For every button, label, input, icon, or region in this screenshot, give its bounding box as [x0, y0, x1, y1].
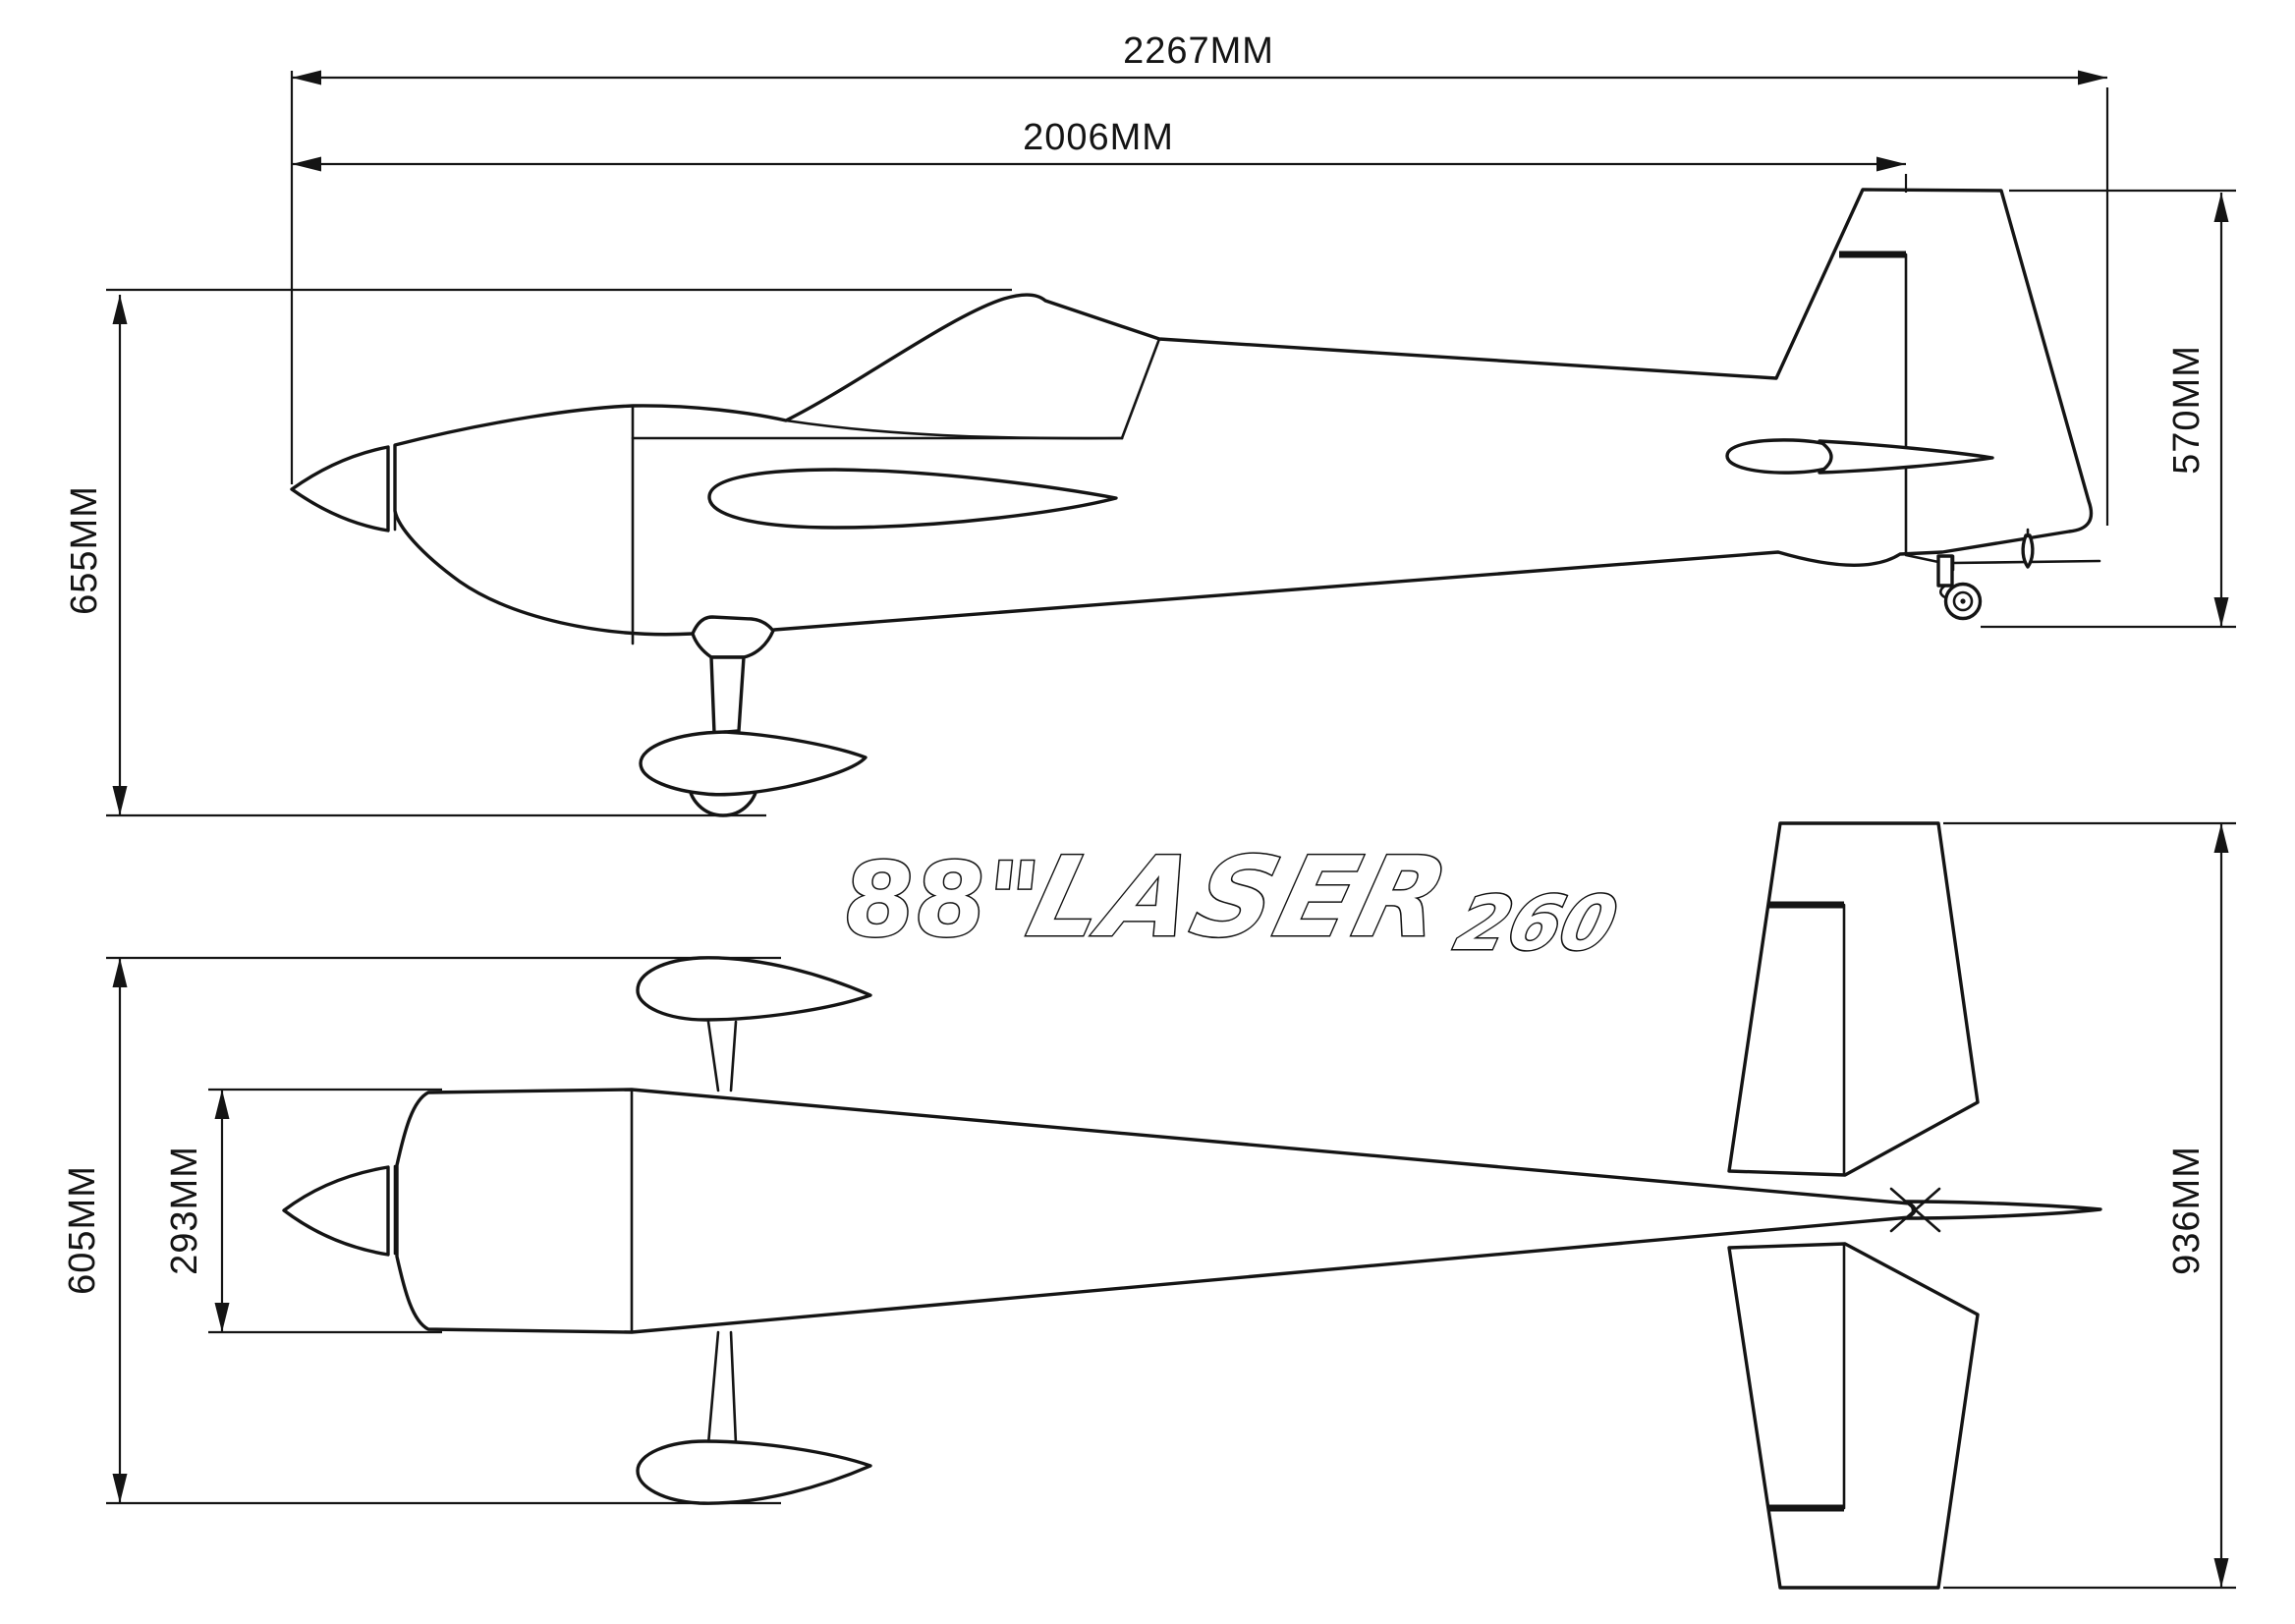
canopy-rear-frame [1120, 337, 1161, 440]
stab-lower-half [1727, 1242, 1980, 1590]
gear-leg-fairing [691, 615, 775, 659]
gear-leg-top-plan-a [706, 1020, 720, 1092]
logo-name-text: LASER [1017, 833, 1463, 962]
tailwheel-hub [1952, 590, 1974, 612]
canopy-bottom-edge [784, 419, 1124, 440]
tailwheel-steering-arm [1904, 553, 1940, 564]
wheel-pant-plan-top [636, 956, 872, 1022]
wing-airfoil-section [707, 468, 1118, 530]
gear-leg-bottom-plan-b [729, 1330, 738, 1446]
gear-leg-top-plan-b [729, 1020, 738, 1092]
dim-label-overall-length: 2267MM [1123, 30, 1274, 72]
dimension-gear-track: 605MM [62, 956, 781, 1505]
pushrod-clevis [2021, 533, 2035, 569]
dim-label-cowl-width: 293MM [164, 1146, 205, 1275]
dimension-tail-height: 570MM [1981, 189, 2236, 629]
stab-upper-half [1727, 821, 1980, 1177]
dim-label-stab-span: 936MM [2166, 1146, 2208, 1275]
dimension-stab-span: 936MM [1943, 821, 2236, 1590]
tailwheel-axle [1960, 598, 1966, 604]
tail-cross-line-b [1889, 1187, 1941, 1233]
logo-variant-text: 260 [1447, 880, 1625, 968]
rudder-plan-profile [1904, 1200, 2102, 1220]
dim-label-fuselage-length: 2006MM [1023, 117, 1174, 158]
gear-leg-bottom-plan-a [706, 1330, 720, 1446]
dimension-fuselage-length: 2006MM [292, 117, 1908, 193]
fuselage-side-outline [393, 188, 2094, 637]
dim-label-tail-height: 570MM [2166, 345, 2208, 475]
dimension-overall-length: 2267MM [290, 30, 2109, 526]
logo: 88" LASER 260 [836, 831, 1627, 969]
dim-label-overall-height: 655MM [64, 485, 105, 615]
top-view [282, 821, 2102, 1590]
dim-label-gear-track: 605MM [62, 1165, 103, 1295]
wheel-pant-plan-bottom [636, 1439, 872, 1505]
tailwheel-bracket [1936, 554, 1954, 588]
fuselage-plan-outline [395, 1088, 1916, 1334]
dimension-cowl-width: 293MM [164, 1088, 442, 1334]
logo-size-text: 88" [837, 840, 1045, 960]
side-view [290, 188, 2101, 817]
gear-leg [709, 655, 746, 735]
elevator-side-profile [1818, 439, 1994, 475]
spinner-side [290, 445, 390, 532]
spinner-plan [282, 1165, 390, 1257]
dimension-overall-height: 655MM [64, 288, 1012, 817]
wheel-pant-side [639, 730, 868, 797]
